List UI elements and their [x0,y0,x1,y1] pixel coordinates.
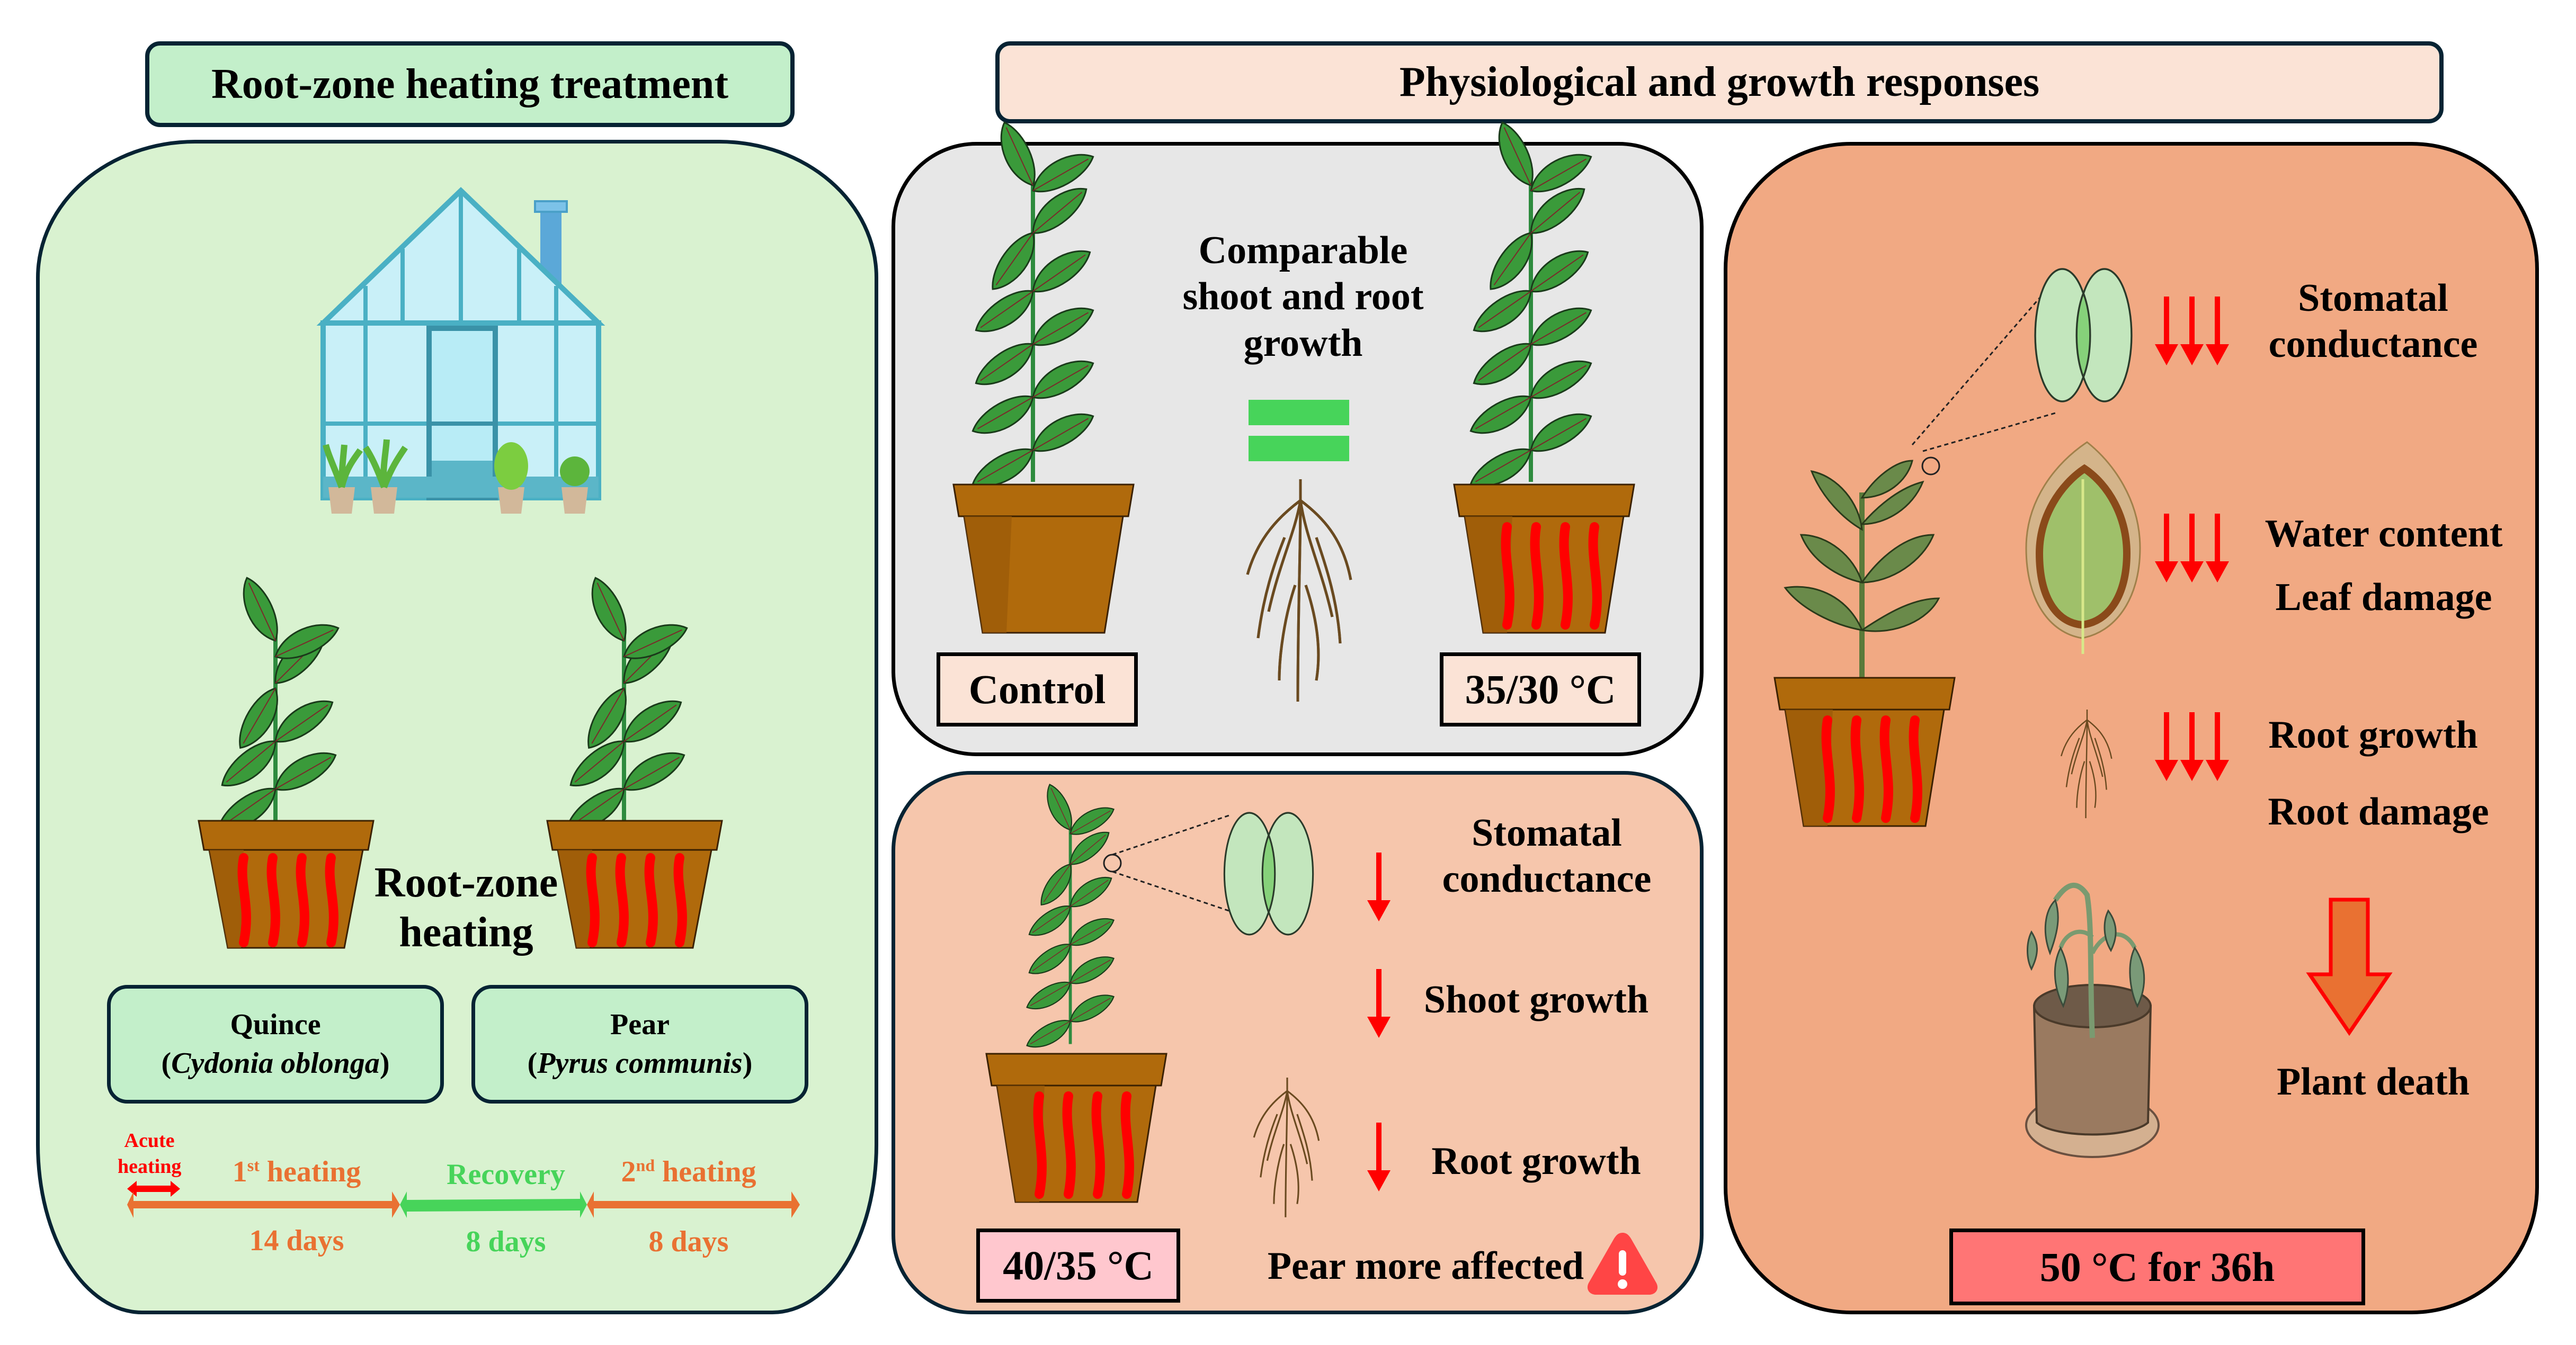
shoot-growth-label: Shoot growth [1423,978,1649,1021]
timeline-arrows [127,1191,800,1218]
dead-plant-icon [2025,882,2160,1158]
summary-line1: Comparable [1198,229,1408,272]
phase-label-recovery: Recovery [424,1157,588,1192]
damaged-roots-icon-extreme [2060,709,2113,819]
species-card-quince: Quince (Cydonia oblonga) [107,985,444,1104]
damaged-leaf-icon [2025,441,2141,654]
summary-line3: growth [1243,321,1363,365]
treatment-label-50: 50 °C for 36h [1949,1229,2365,1305]
summary-line2: shoot and root [1182,275,1424,319]
phase-label-first-heating: 1st heating [207,1154,387,1189]
triple-down-arrow-root [2155,712,2229,781]
acute-line1: Acute [124,1129,175,1152]
phase-rest: Recovery [447,1158,565,1191]
control-label: Control [937,652,1138,727]
acute-line2: heating [118,1155,182,1178]
control-pot-icon [952,483,1135,634]
phase-duration-recovery: 8 days [466,1225,546,1258]
species-latin-italic: Cydonia oblonga [171,1047,380,1080]
zoom-lines [1103,814,1229,912]
recovery-arrow [400,1191,587,1218]
treatment-label-35-30: 35/30 °C [1440,652,1641,727]
heated-pot-icon-35 [1453,483,1635,634]
phase-duration-second: 8 days [648,1225,729,1258]
warning-icon [1587,1233,1658,1295]
second-heating-arrow [587,1191,800,1218]
species-latin-italic: Pyrus communis [537,1047,743,1080]
water-content-label: Water content [2265,512,2503,555]
stressed-plant-icon [1773,456,1956,827]
acute-heating-arrow [127,1181,180,1197]
down-arrow-shoot [1367,969,1390,1038]
treatment-label-text: 50 °C for 36h [2039,1243,2275,1290]
extreme-root-growth-label: Root growth [2268,713,2478,757]
plant-death-arrow [2306,898,2393,1036]
treatment-label-text: 40/35 °C [1003,1242,1154,1288]
root-zone-heating-line1: Root-zone [374,859,558,906]
phase-label-second-heating: 2nd heating [599,1154,779,1189]
stoma-icon [1223,812,1314,936]
stomatal-line2: conductance [2268,322,2478,366]
plant-death-label: Plant death [2277,1060,2470,1104]
root-damage-label: Root damage [2268,790,2489,833]
triple-down-arrow-stomatal [2155,297,2229,365]
stoma-icon-extreme [2034,268,2133,402]
species-latin-name: (Cydonia oblonga) [161,1047,390,1080]
responses-header: Physiological and growth responses [995,41,2444,123]
comparable-growth-text: Comparable shoot and root growth [1128,228,1478,366]
treatment-header: Root-zone heating treatment [145,41,795,127]
phase-num: 2 [621,1155,636,1188]
pear-more-affected-label: Pear more affected [1267,1244,1584,1288]
down-arrow-root [1367,1123,1390,1191]
treatment-header-title: Root-zone heating treatment [211,60,729,107]
stomatal-line1: Stomatal [1472,811,1622,855]
treatment-label-40-35: 40/35 °C [976,1229,1180,1303]
phase-num: 1 [232,1155,247,1188]
treatment-label-text: 35/30 °C [1465,666,1616,712]
triple-down-arrow-water [2155,514,2229,582]
phase-sup: st [247,1155,260,1175]
stomatal-line2: conductance [1442,857,1652,901]
responses-header-title: Physiological and growth responses [1399,59,2040,105]
phase-rest: heating [655,1155,756,1188]
control-plant-icon [948,154,1139,492]
root-zone-heating-line2: heating [399,909,533,956]
phase-rest: heating [259,1155,361,1188]
heated-pot-icon-40 [985,1053,1167,1203]
species-common-name: Quince [230,1008,321,1042]
root-zone-heating-label: Root-zone heating [344,858,588,958]
root-growth-label: Root growth [1431,1140,1641,1183]
equals-icon [1249,400,1349,461]
zoom-lines-extreme [1911,285,2056,452]
acute-heating-label: Acute heating [118,1128,181,1180]
down-arrow-stomatal [1367,853,1390,921]
extreme-stomatal-label: Stomatal conductance [2235,275,2511,368]
first-heating-arrow [127,1191,400,1218]
stomatal-line1: Stomatal [2298,276,2448,320]
species-latin-name: (Pyrus communis) [527,1047,753,1080]
phase-duration-first: 14 days [249,1224,344,1257]
species-card-pear: Pear (Pyrus communis) [471,985,808,1104]
phase-sup: nd [636,1155,655,1175]
heated-plant-icon-35 [1446,154,1637,492]
greenhouse-icon [316,187,605,514]
damaged-roots-icon [1253,1077,1320,1218]
species-common-name: Pear [610,1008,670,1042]
healthy-roots-icon [1224,479,1377,707]
control-label-text: Control [968,666,1106,712]
stomatal-conductance-label: Stomatal conductance [1409,810,1684,903]
leaf-damage-label: Leaf damage [2275,576,2492,619]
